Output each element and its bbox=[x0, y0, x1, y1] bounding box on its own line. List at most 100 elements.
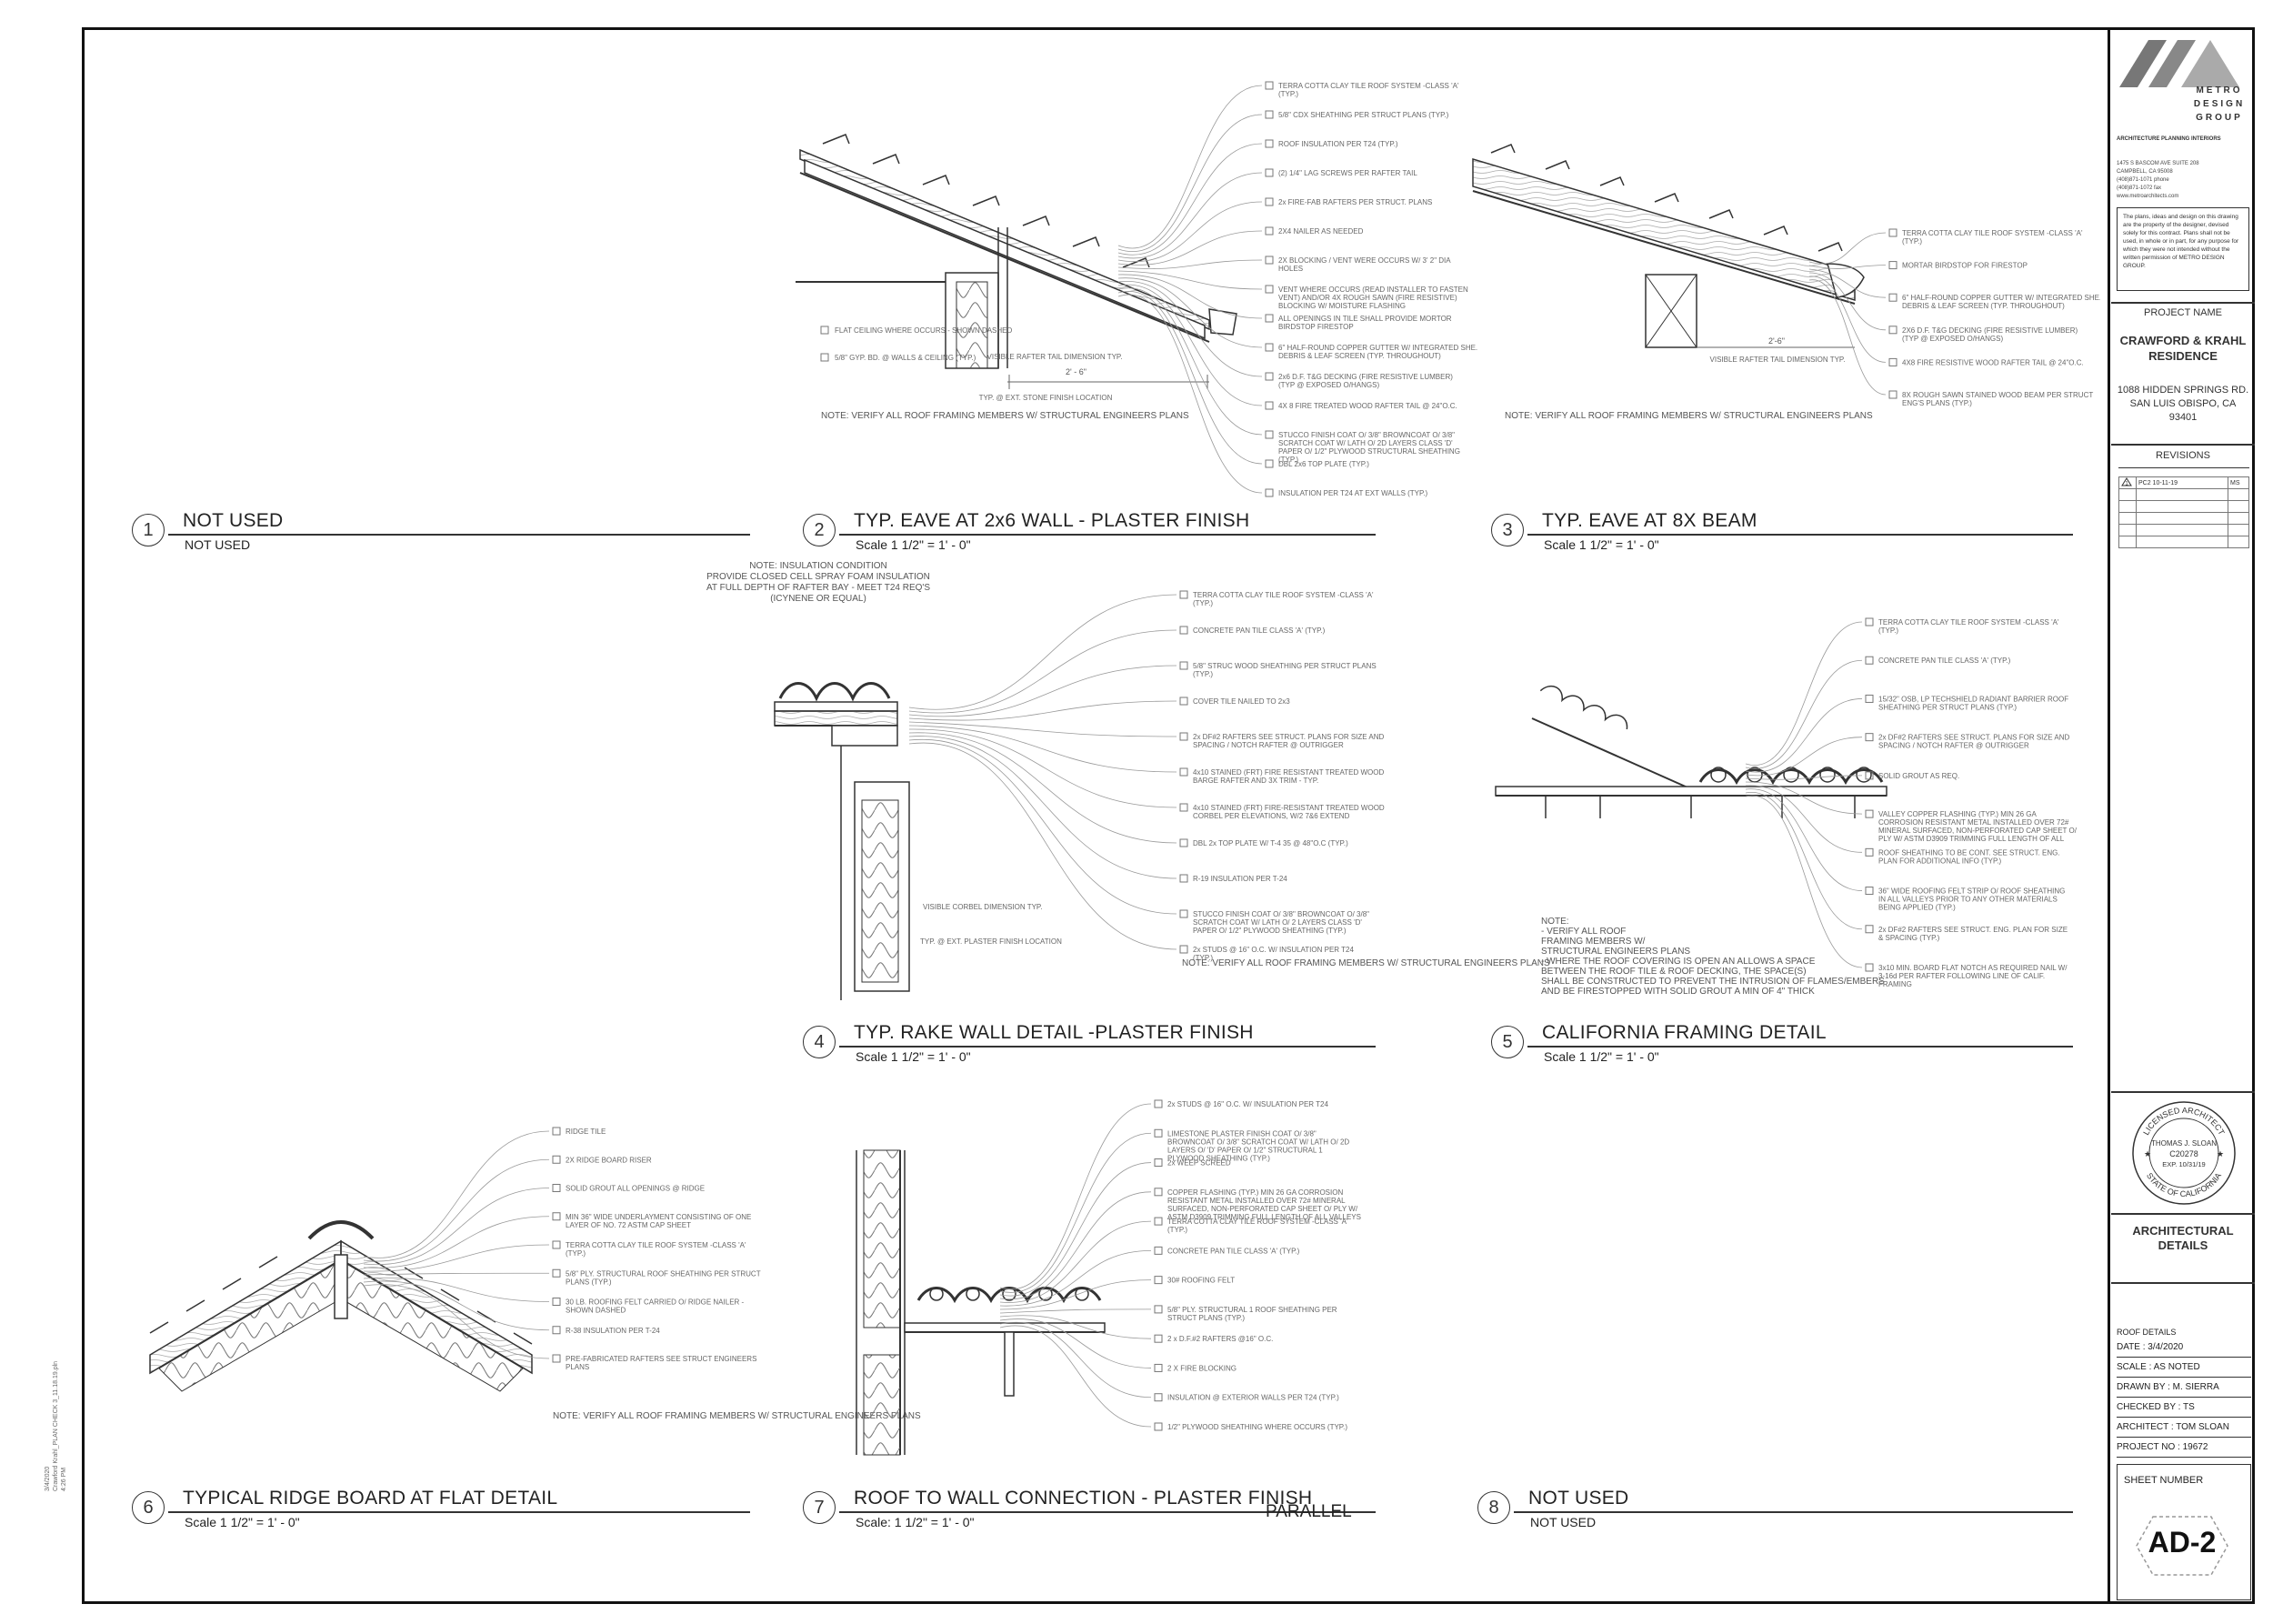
callout-box bbox=[1888, 326, 1898, 335]
project-name-label: PROJECT NAME bbox=[2144, 307, 2222, 318]
note-line: NOTE: bbox=[1541, 917, 1569, 927]
sheet-title-line: ARCHITECTURAL bbox=[2132, 1224, 2234, 1238]
callout-box bbox=[1865, 733, 1874, 742]
seal-bottom-text: STATE OF CALIFORNIA bbox=[2145, 1171, 2223, 1198]
callout-box bbox=[1154, 1099, 1163, 1108]
callout-box bbox=[1179, 590, 1188, 599]
insulation-note-line: NOTE: INSULATION CONDITION bbox=[749, 561, 887, 571]
project-address: 1088 HIDDEN SPRINGS RD. SAN LUIS OBISPO,… bbox=[2111, 384, 2255, 425]
detail-3-note-tail: VISIBLE RAFTER TAIL DIMENSION TYP. bbox=[1710, 356, 1846, 364]
callout-box bbox=[1888, 261, 1898, 270]
detail-title: ROOF TO WALL CONNECTION - PLASTER FINISH bbox=[854, 1488, 1313, 1509]
detail-4-note-plaster: TYP. @ EXT. PLASTER FINISH LOCATION bbox=[920, 937, 1062, 946]
callout-box bbox=[1265, 226, 1274, 236]
leader-line bbox=[1117, 143, 1263, 256]
detail-scale: NOT USED bbox=[185, 537, 251, 552]
leader-line bbox=[1745, 621, 1863, 766]
leader-line bbox=[999, 1315, 1152, 1339]
leader-line bbox=[908, 665, 1177, 717]
callout-box bbox=[1265, 168, 1274, 177]
callout-text: 5/8" PLY. STRUCTURAL 1 ROOF SHEATHING PE… bbox=[1167, 1306, 1337, 1322]
revision-row: 1 PC2 10-11-19 MS bbox=[2118, 476, 2249, 489]
firm-name-line: DESIGN bbox=[2193, 99, 2246, 109]
detail-scale: NOT USED bbox=[1530, 1515, 1597, 1529]
leader-line bbox=[1745, 737, 1863, 777]
separator bbox=[2111, 1282, 2255, 1284]
callout-text: 2X RIDGE BOARD RISER bbox=[566, 1156, 652, 1164]
callout-box bbox=[1865, 656, 1874, 665]
detail-scale: Scale 1 1/2" = 1' - 0" bbox=[1544, 1049, 1659, 1064]
leader-line bbox=[1117, 274, 1263, 319]
sheet-title-line: DETAILS bbox=[2158, 1238, 2208, 1252]
callout-text: 8X ROUGH SAWN STAINED WOOD BEAM PER STRU… bbox=[1902, 391, 2093, 407]
callout-box bbox=[552, 1268, 561, 1278]
callout-text: 2x6 D.F. T&G DECKING (FIRE RESISTIVE LUM… bbox=[1278, 373, 1453, 389]
callout-box bbox=[1179, 732, 1188, 741]
sheet-title: ARCHITECTURAL DETAILS bbox=[2111, 1224, 2255, 1253]
leader-line bbox=[363, 1188, 550, 1266]
callout-text: ROOF INSULATION PER T24 (TYP.) bbox=[1278, 140, 1398, 148]
callout-box bbox=[1154, 1276, 1163, 1285]
leader-line bbox=[1117, 277, 1263, 348]
delta-number: 1 bbox=[2125, 482, 2128, 487]
callout-box bbox=[1865, 925, 1874, 934]
revision-mark: 1 bbox=[2118, 476, 2137, 489]
detail-4-note-corbel: VISIBLE CORBEL DIMENSION TYP. bbox=[923, 903, 1042, 911]
detail-3-note: NOTE: VERIFY ALL ROOF FRAMING MEMBERS W/… bbox=[1505, 411, 1873, 421]
callout-box bbox=[1265, 459, 1274, 468]
title-rule bbox=[168, 1511, 750, 1513]
callout-box bbox=[1265, 139, 1274, 148]
callout-box bbox=[1179, 767, 1188, 777]
leader-line bbox=[999, 1191, 1152, 1300]
sheet-number-box bbox=[2117, 1464, 2251, 1600]
leader-line bbox=[908, 721, 1177, 737]
revision-row bbox=[2118, 524, 2249, 536]
detail-3-dim: 2'-6" bbox=[1768, 336, 1785, 346]
callout-text: 30 LB. ROOFING FELT CARRIED O/ RIDGE NAI… bbox=[566, 1298, 745, 1315]
callout-box bbox=[552, 1240, 561, 1249]
callout-box bbox=[1888, 357, 1898, 366]
callout-text: R-19 INSULATION PER T-24 bbox=[1193, 875, 1287, 883]
leader-line bbox=[1117, 259, 1263, 269]
firm-logo bbox=[2119, 40, 2239, 87]
callout-text: SOLID GROUT ALL OPENINGS @ RIDGE bbox=[566, 1185, 705, 1193]
leader-line bbox=[1808, 232, 1887, 265]
detail-scale: Scale 1 1/2" = 1' - 0" bbox=[856, 1049, 971, 1064]
leader-line bbox=[999, 1162, 1152, 1297]
detail-2-dim: 2' - 6" bbox=[1066, 367, 1086, 376]
callout-box bbox=[820, 353, 829, 362]
callout-text: STUCCO FINISH COAT O/ 3/8" BROWNCOAT O/ … bbox=[1278, 431, 1460, 464]
titleblock-divider bbox=[2108, 27, 2110, 1604]
callout-box bbox=[1154, 1422, 1163, 1431]
detail-title: CALIFORNIA FRAMING DETAIL bbox=[1542, 1022, 1827, 1043]
detail-number: 5 bbox=[1491, 1026, 1524, 1058]
callout-box bbox=[1179, 909, 1188, 918]
leader-line bbox=[363, 1280, 550, 1331]
seal-license: C20278 bbox=[2169, 1149, 2198, 1158]
callout-text: LIMESTONE PLASTER FINISH COAT O/ 3/8"BRO… bbox=[1167, 1129, 1349, 1162]
leader-line bbox=[1745, 788, 1863, 891]
callout-text: 5/8" GYP. BD. @ WALLS & CEILING (TYP.) bbox=[835, 354, 976, 362]
detail-2-left-callouts: FLAT CEILING WHERE OCCURS - SHOWN DASHED… bbox=[820, 326, 1013, 362]
callout-text: CONCRETE PAN TILE CLASS 'A' (TYP.) bbox=[1193, 627, 1326, 635]
detail-3-callouts: TERRA COTTA CLAY TILE ROOF SYSTEM -CLASS… bbox=[1808, 228, 2100, 407]
leader-line bbox=[363, 1284, 550, 1359]
parallel-label: PARALLEL bbox=[1266, 1502, 1352, 1521]
revision-row bbox=[2118, 536, 2249, 548]
detail-title: TYPICAL RIDGE BOARD AT FLAT DETAIL bbox=[183, 1488, 558, 1509]
callout-box bbox=[1179, 803, 1188, 812]
detail-number: 3 bbox=[1491, 514, 1524, 546]
callout-text: 2X6 D.F. T&G DECKING (FIRE RESISTIVE LUM… bbox=[1902, 326, 2078, 343]
detail-5-drawing bbox=[1495, 685, 1887, 818]
callout-text: DBL 2x TOP PLATE W/ T-4 35 @ 48"O.C (TYP… bbox=[1193, 839, 1348, 847]
callout-box bbox=[820, 326, 829, 335]
callout-text: TERRA COTTA CLAY TILE ROOF SYSTEM -CLASS… bbox=[1193, 591, 1374, 607]
star-icon: ★ bbox=[2217, 1149, 2224, 1158]
callout-text: 4X8 FIRE RESISTIVE WOOD RAFTER TAIL @ 24… bbox=[1902, 358, 2084, 366]
note-line: AND BE FIRESTOPPED WITH SOLID GROUT A MI… bbox=[1541, 987, 1815, 997]
callout-text: R-38 INSULATION PER T-24 bbox=[566, 1327, 660, 1335]
callout-text: 4X 8 FIRE TREATED WOOD RAFTER TAIL @ 24"… bbox=[1278, 402, 1457, 410]
title-rule bbox=[839, 1511, 1376, 1513]
detail-2-note-tail: VISIBLE RAFTER TAIL DIMENSION TYP. bbox=[987, 353, 1123, 361]
separator bbox=[2118, 467, 2249, 468]
